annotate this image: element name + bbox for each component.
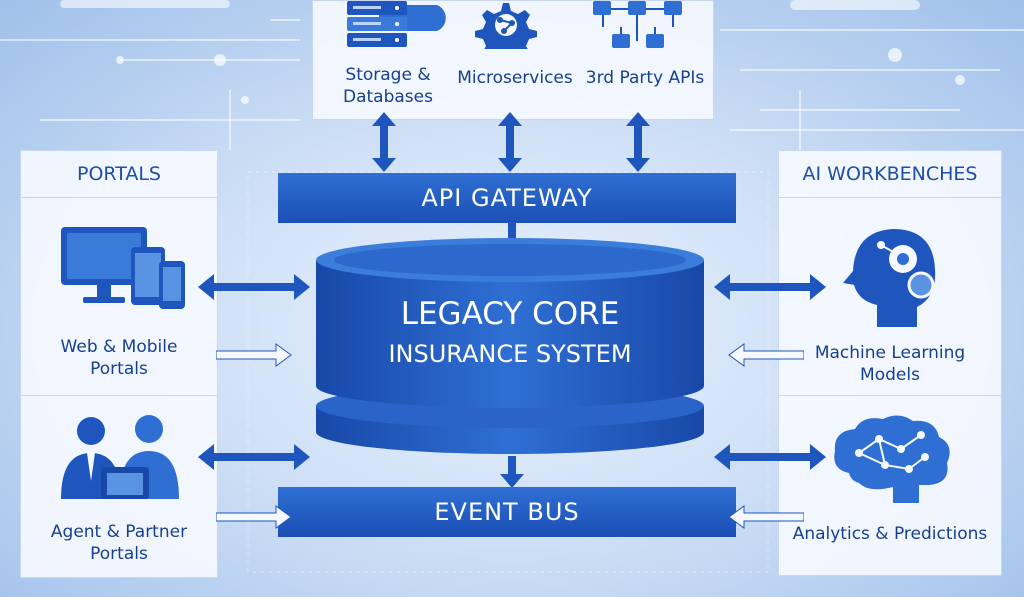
analytics-eventbus-hollow-arrow — [728, 505, 804, 529]
services-panel: Storage & Databases Microservices 3rd Pa… — [312, 0, 714, 120]
database-server-icon — [347, 1, 446, 47]
ml-core-hollow-arrow — [728, 343, 804, 367]
agent-partner-line1: Agent & Partner — [50, 522, 188, 542]
third-party-apis-label: 3rd Party APIs — [585, 68, 705, 88]
network-nodes-icon — [593, 1, 682, 48]
storage-gateway-arrow — [372, 112, 396, 172]
core-title-line2: INSURANCE SYSTEM — [388, 340, 632, 368]
api-gateway-bar: API GATEWAY — [278, 173, 736, 223]
portals-section-divider — [21, 395, 217, 396]
microservices-label: Microservices — [457, 68, 573, 88]
storage-databases-label: Storage & Databases — [323, 64, 453, 108]
ai-workbenches-title: AI WORKBENCHES — [802, 163, 978, 185]
devices-icon — [61, 227, 185, 309]
analytics-predictions-label: Analytics & Predictions — [792, 524, 988, 544]
microservices-gateway-arrow — [498, 112, 522, 172]
web-core-double-arrow — [198, 274, 310, 300]
legacy-core-cylinder — [316, 238, 704, 454]
agent-eventbus-hollow-arrow — [216, 505, 292, 529]
agent-partner-icon — [61, 415, 179, 499]
ml-line2: Models — [860, 365, 920, 385]
event-bus-bar: EVENT BUS — [278, 487, 736, 537]
gear-icon — [475, 3, 537, 49]
core-eventbus-arrow — [500, 456, 524, 488]
web-mobile-portals-label: Web & Mobile Portals — [21, 336, 217, 380]
analytics-core-double-arrow — [714, 444, 826, 470]
ai-workbenches-panel: AI WORKBENCHES Machine Learning Models — [778, 150, 1002, 576]
storage-label-line2: Databases — [343, 87, 433, 107]
portals-title: PORTALS — [76, 163, 161, 185]
portals-panel: PORTALS Web & Mobile Portals Age — [20, 150, 218, 578]
ai-head-icon — [843, 229, 936, 327]
ai-title-divider — [779, 197, 1001, 198]
ml-core-double-arrow — [714, 274, 826, 300]
web-core-hollow-arrow — [216, 343, 292, 367]
web-mobile-line1: Web & Mobile — [60, 337, 178, 357]
agent-partner-portals-label: Agent & Partner Portals — [21, 521, 217, 565]
apis-gateway-arrow — [626, 112, 650, 172]
core-title-line1: LEGACY CORE — [400, 296, 620, 332]
brain-network-icon — [834, 415, 950, 503]
agent-core-double-arrow — [198, 444, 310, 470]
storage-label-line1: Storage & — [345, 65, 431, 85]
top-vertical-arrows — [372, 112, 650, 172]
agent-partner-line2: Portals — [90, 544, 148, 564]
machine-learning-models-label: Machine Learning Models — [779, 342, 1001, 386]
ml-line1: Machine Learning — [814, 343, 966, 363]
portals-title-divider — [21, 197, 217, 198]
web-mobile-line2: Portals — [90, 359, 148, 379]
ai-section-divider — [779, 395, 1001, 396]
